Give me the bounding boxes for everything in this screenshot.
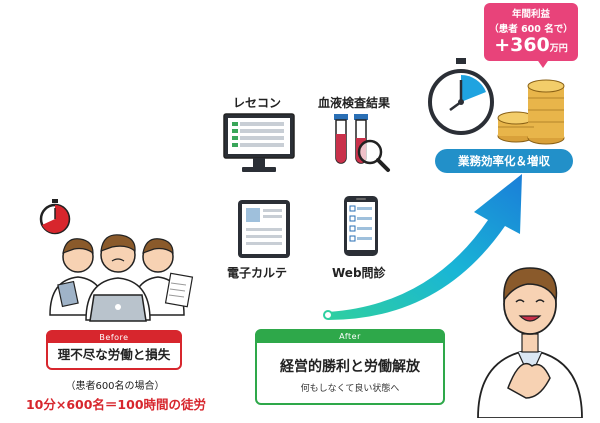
profit-line1: 年間利益 — [511, 9, 550, 20]
before-formula: 10分×600名＝100時間の徒労 — [25, 397, 207, 412]
clock-icon — [428, 58, 494, 135]
profit-amount-value: +360 — [494, 34, 550, 56]
after-subtitle: 何もしなくて良い状態へ — [300, 384, 400, 394]
coins-icon — [497, 79, 565, 145]
profit-unit: 万円 — [549, 44, 568, 54]
chart-label: 電子カルテ — [227, 266, 288, 280]
after-header: After — [257, 331, 443, 343]
before-note: （患者600名の場合） — [65, 381, 165, 392]
receipt-label: レセコン — [233, 96, 282, 110]
profit-amount: +360万円 — [484, 34, 578, 56]
monitor-icon — [222, 112, 296, 174]
efficiency-badge: 業務効率化＆増収 — [435, 149, 573, 173]
doctor-center — [85, 234, 151, 322]
after-box: After 経営的勝利と労働解放 何もしなくて良い状態へ — [255, 329, 445, 405]
before-title: 理不尽な労働と損失 — [57, 347, 171, 362]
profit-bubble: 年間利益 （患者 600 名で） +360万円 — [484, 3, 578, 61]
after-title: 経営的勝利と労働解放 — [280, 359, 420, 375]
happy-doctor-illustration — [470, 238, 590, 418]
profit-line2: （患者 600 名で） — [489, 24, 573, 35]
stressed-staff-illustration — [30, 195, 200, 325]
profit-bubble-tail — [536, 58, 550, 68]
clock-coins-illustration — [428, 58, 568, 148]
stopwatch-icon — [39, 199, 71, 235]
before-box: Before 理不尽な労働と損失 — [46, 330, 182, 370]
web-questionnaire-label: Web問診 — [332, 266, 386, 280]
smartphone-icon — [342, 194, 380, 258]
test-tubes-icon — [328, 112, 394, 180]
tablet-icon — [236, 198, 292, 260]
growth-arrow — [300, 160, 560, 330]
blood-test-label: 血液検査結果 — [318, 96, 391, 110]
before-header: Before — [48, 332, 180, 343]
